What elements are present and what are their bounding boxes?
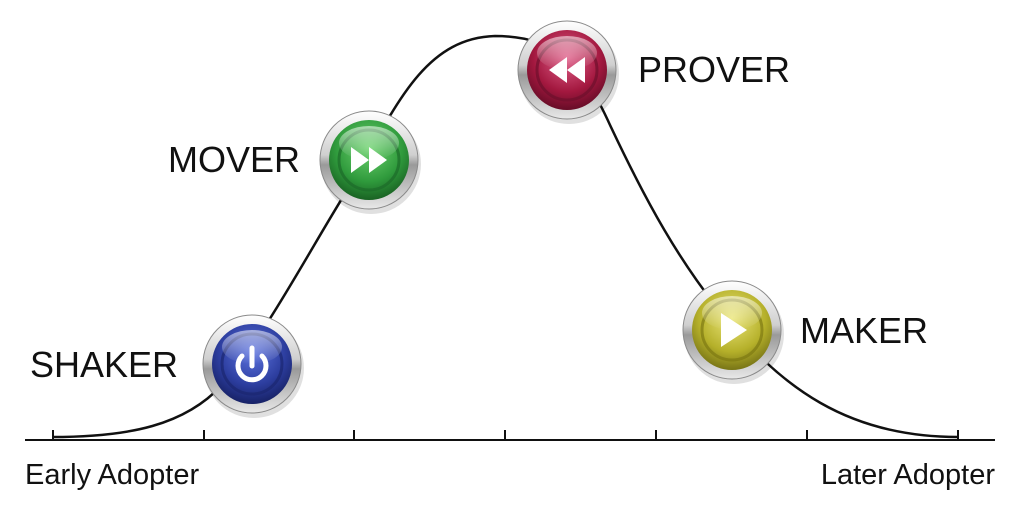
shaker-label: SHAKER bbox=[30, 344, 178, 385]
adoption-curve bbox=[51, 34, 959, 439]
prover-label: PROVER bbox=[638, 49, 790, 90]
power-icon bbox=[235, 345, 269, 383]
play-icon bbox=[721, 313, 747, 347]
rewind-icon bbox=[549, 57, 585, 83]
stage-prover[interactable]: PROVER bbox=[517, 20, 790, 124]
axis-ticks bbox=[52, 430, 959, 441]
maker-label: MAKER bbox=[800, 310, 928, 351]
mover-label: MOVER bbox=[168, 139, 300, 180]
early-adopter-label: Early Adopter bbox=[25, 459, 199, 491]
stage-maker[interactable]: MAKER bbox=[682, 280, 928, 384]
fast-forward-icon bbox=[351, 147, 387, 173]
stage-mover[interactable]: MOVER bbox=[168, 110, 421, 214]
stage-shaker[interactable]: SHAKER bbox=[30, 314, 304, 418]
later-adopter-label: Later Adopter bbox=[821, 459, 995, 491]
maker-button-gloss bbox=[702, 296, 762, 330]
